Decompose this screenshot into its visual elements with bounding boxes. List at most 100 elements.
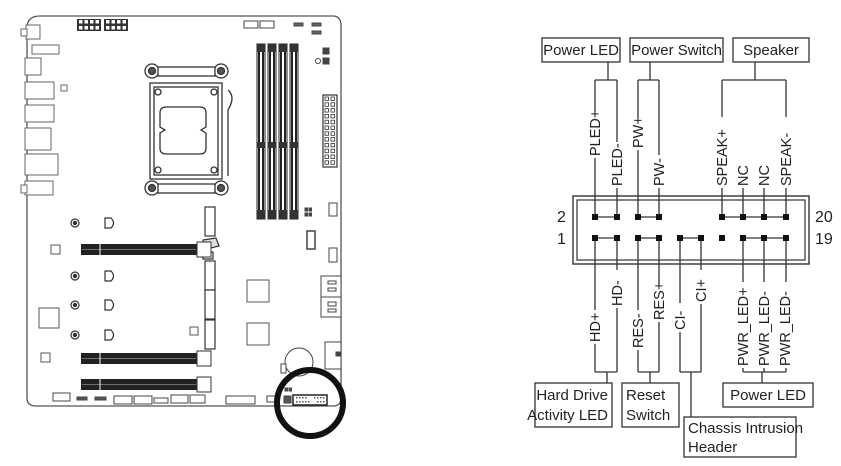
pin-label-pwr-led-plus: PWR_LED+ bbox=[736, 287, 752, 366]
pin-top bbox=[761, 214, 767, 220]
atx-pin bbox=[324, 131, 329, 136]
power-led-bottom-label: Power LED bbox=[730, 387, 806, 404]
dimm-latch-top bbox=[257, 44, 265, 52]
pin-label-speak-plus: SPEAK+ bbox=[715, 129, 731, 186]
cpu-socket bbox=[144, 63, 233, 196]
atx-pin bbox=[324, 108, 329, 113]
m2-standoffs bbox=[70, 217, 115, 341]
header-inner-box bbox=[576, 199, 806, 261]
pin-top bbox=[656, 214, 662, 220]
dimm-key bbox=[279, 142, 287, 148]
pin-label-ci-plus: CI+ bbox=[694, 279, 710, 302]
pin-bottom bbox=[761, 235, 767, 241]
dimm-latch-top bbox=[279, 44, 287, 52]
pin-number-20: 20 bbox=[815, 209, 833, 226]
dimm-slot-rail bbox=[291, 44, 293, 219]
dimm-latch-bottom bbox=[279, 210, 287, 219]
pin-bottom bbox=[740, 235, 746, 241]
atx-pin bbox=[324, 96, 329, 101]
pin-bottom bbox=[719, 235, 725, 241]
reset-switch-box: Reset Switch bbox=[621, 382, 680, 428]
dimm-latch-top bbox=[268, 44, 276, 52]
sata-and-misc-connectors bbox=[304, 202, 342, 370]
top-pin-labels: PLED+ PLED- PW+ PW- SPEAK+ NC NC SPEAK- bbox=[588, 110, 795, 186]
pin-label-ci-minus: CI- bbox=[673, 311, 689, 331]
pin-bottom bbox=[592, 235, 598, 241]
reset-switch-label-line2: Switch bbox=[626, 407, 670, 424]
pin-top bbox=[635, 214, 641, 220]
dimm-slot-rail bbox=[273, 44, 275, 219]
pins bbox=[592, 214, 789, 241]
atx-pin bbox=[324, 119, 329, 125]
dimm-slot-rail bbox=[269, 44, 271, 219]
atx-pin bbox=[330, 125, 335, 130]
pin-bottom bbox=[614, 235, 620, 241]
hdd-led-label-line1: Hard Drive bbox=[536, 387, 608, 404]
pin-bottom bbox=[635, 235, 641, 241]
pcie-latch bbox=[196, 350, 212, 367]
pin-label-pwr-led-minus-1: PWR_LED- bbox=[757, 291, 773, 366]
pcie-slots bbox=[81, 241, 212, 393]
atx-pin bbox=[324, 154, 329, 159]
atx-pin bbox=[330, 96, 335, 101]
dimm-latch-bottom bbox=[290, 210, 298, 219]
dimm-slot-rail bbox=[258, 44, 260, 219]
chassis-intrusion-label-line2: Header bbox=[688, 439, 737, 456]
power-switch-box: Power Switch bbox=[629, 37, 724, 63]
hdd-led-label-line2: Activity LED bbox=[527, 407, 608, 424]
pin-label-nc-2: NC bbox=[757, 165, 773, 186]
header-outer-box bbox=[572, 195, 810, 265]
pin-top bbox=[719, 214, 725, 220]
pin-bottom bbox=[656, 235, 662, 241]
pcie-latch bbox=[196, 376, 212, 393]
atx-pin bbox=[330, 137, 335, 142]
pin-label-pw-minus: PW- bbox=[652, 158, 668, 186]
atx-pin bbox=[330, 142, 335, 148]
atx-pin bbox=[324, 125, 329, 130]
atx-pin bbox=[330, 160, 335, 165]
pin-label-res-minus: RES- bbox=[631, 313, 647, 348]
pin-label-pw-plus: PW+ bbox=[631, 116, 647, 148]
speaker-box: Speaker bbox=[732, 37, 810, 63]
atx-pin bbox=[324, 142, 329, 148]
pin-number-2: 2 bbox=[557, 209, 566, 226]
power-led-bottom-box: Power LED bbox=[722, 382, 814, 408]
dimm-slot-rail bbox=[280, 44, 282, 219]
atx-power-connector bbox=[322, 94, 338, 168]
power-switch-label: Power Switch bbox=[631, 42, 722, 59]
hdd-led-box: Hard Drive Activity LED bbox=[527, 382, 613, 428]
reset-switch-label-line1: Reset bbox=[626, 387, 666, 404]
chassis-intrusion-box: Chassis Intrusion Header bbox=[683, 416, 803, 458]
pin-label-speak-minus: SPEAK- bbox=[779, 133, 795, 186]
pin-label-pled-minus: PLED- bbox=[610, 143, 626, 186]
atx-pin bbox=[330, 108, 335, 113]
wires bbox=[594, 62, 787, 417]
power-led-top-box: Power LED bbox=[541, 37, 621, 63]
atx-pin bbox=[330, 148, 335, 154]
pin-label-nc-1: NC bbox=[736, 165, 752, 186]
pcie-latch bbox=[196, 241, 212, 258]
atx-pin bbox=[324, 160, 329, 165]
cpu-power-connector bbox=[77, 19, 128, 31]
pin-number-19: 19 bbox=[815, 231, 833, 248]
bottom-pin-labels: HD+ HD- RES- RES+ CI- CI+ PWR_LED+ PWR_L… bbox=[588, 279, 794, 366]
dimm-latch-bottom bbox=[257, 210, 265, 219]
atx-pin bbox=[330, 102, 335, 107]
dimm-key bbox=[290, 142, 298, 148]
pin-label-res-plus: RES+ bbox=[652, 282, 668, 320]
atx-pin bbox=[330, 119, 335, 125]
dimm-key bbox=[268, 142, 276, 148]
atx-pin bbox=[330, 131, 335, 136]
dimm-slot-rail bbox=[284, 44, 286, 219]
dimm-latch-bottom bbox=[268, 210, 276, 219]
pin-label-pwr-led-minus-2: PWR_LED- bbox=[778, 291, 794, 366]
fan-header-top bbox=[243, 20, 330, 65]
pin-label-hd-minus: HD- bbox=[610, 280, 626, 306]
pin-bottom bbox=[783, 235, 789, 241]
highlight-circle bbox=[274, 367, 346, 439]
pin-top bbox=[740, 214, 746, 220]
atx-pin bbox=[324, 137, 329, 142]
front-panel-header-on-board bbox=[292, 394, 328, 406]
